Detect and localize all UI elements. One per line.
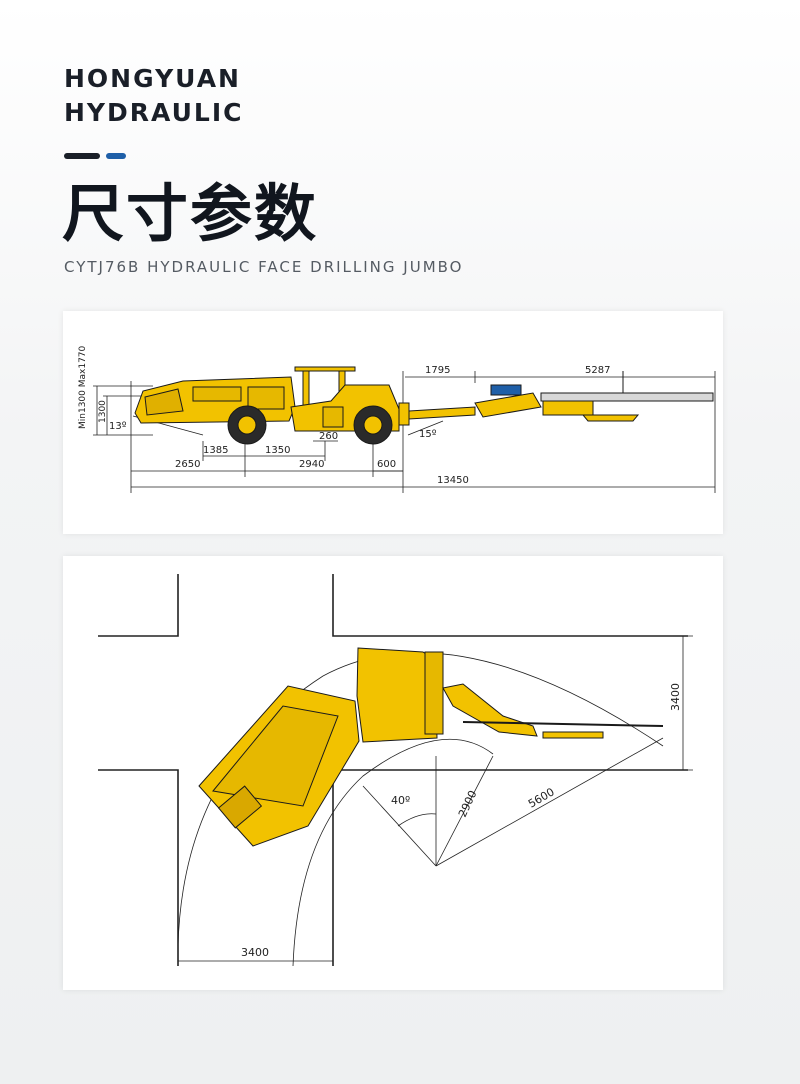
accent-dash-dark xyxy=(64,153,100,159)
dim-1385: 1385 xyxy=(203,445,228,456)
dim-1350: 1350 xyxy=(265,445,290,456)
dim-2940: 2940 xyxy=(299,459,324,470)
dim-2650: 2650 xyxy=(175,459,200,470)
dim-width-bottom: 3400 xyxy=(241,946,269,959)
dim-1795: 1795 xyxy=(425,365,450,376)
accent-dash-blue xyxy=(106,153,126,159)
page-title: 尺寸参数 xyxy=(62,177,319,250)
dim-width-right: 3400 xyxy=(669,683,682,711)
side-view-drawing: 13450 2650 2940 600 1385 1350 260 1795 5… xyxy=(78,345,716,493)
page-subtitle: CYTJ76B HYDRAULIC FACE DRILLING JUMBO xyxy=(64,258,464,276)
dim-600: 600 xyxy=(377,459,396,470)
dim-5287: 5287 xyxy=(585,365,610,376)
turning-view-drawing: 3400 3400 40º 2900 5600 xyxy=(98,574,693,967)
brand-line-2: HYDRAULIC xyxy=(64,98,244,127)
brand-logo-text: HONGYUAN HYDRAULIC xyxy=(64,62,244,130)
dim-angle: 40º xyxy=(391,794,410,807)
dim-260: 260 xyxy=(319,431,338,442)
dim-height: 1300 xyxy=(98,400,108,423)
dim-angle-front: 15º xyxy=(419,429,437,440)
brand-line-1: HONGYUAN xyxy=(64,64,241,93)
dim-total-length: 13450 xyxy=(437,475,469,486)
turning-view-card: 3400 3400 40º 2900 5600 xyxy=(63,556,723,990)
side-view-card: 13450 2650 2940 600 1385 1350 260 1795 5… xyxy=(63,311,723,534)
dim-height-range: Min1300 Max1770 xyxy=(78,345,88,429)
dim-radius-inner: 2900 xyxy=(456,788,480,819)
dim-angle-rear: 13º xyxy=(109,421,127,432)
